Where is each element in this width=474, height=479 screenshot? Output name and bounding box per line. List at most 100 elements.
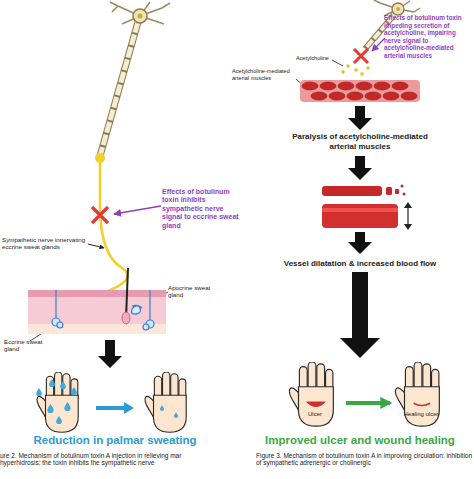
block-cross bbox=[354, 49, 368, 63]
flow-arrow bbox=[98, 340, 122, 368]
blood-vessel bbox=[322, 208, 398, 212]
blood-vessel bbox=[322, 186, 382, 196]
outcome-text: Reduction in palmar sweating bbox=[5, 434, 225, 448]
acetylcholine-dots bbox=[354, 68, 358, 72]
block-cross bbox=[92, 207, 108, 223]
sweat-drop bbox=[160, 405, 164, 411]
blood-vessel bbox=[395, 189, 399, 194]
skin-section bbox=[122, 312, 130, 324]
node-text-group: Ulcer bbox=[286, 411, 344, 418]
sweat-drop bbox=[56, 416, 62, 424]
acetylcholine-dots bbox=[341, 64, 370, 76]
skin-section bbox=[57, 322, 63, 328]
acetylcholine-dots bbox=[366, 66, 370, 70]
step-text: Paralysis of acetylcholine-mediated arte… bbox=[280, 132, 440, 151]
node-text: Ulcer bbox=[286, 411, 344, 418]
neuron bbox=[110, 2, 170, 24]
leader-arrow bbox=[114, 206, 161, 214]
dilation-symbol bbox=[404, 224, 412, 230]
part-label: Sympathetic nerve innervating eccrine sw… bbox=[2, 236, 90, 251]
skin-section bbox=[28, 268, 166, 334]
change-arrow bbox=[96, 402, 134, 414]
skin-section bbox=[28, 290, 166, 297]
blood-vessel bbox=[401, 185, 404, 188]
leader-arrow bbox=[88, 244, 104, 248]
flow-arrow bbox=[98, 340, 122, 368]
neuron bbox=[133, 9, 147, 23]
arterial-muscle bbox=[329, 92, 345, 100]
blood-vessel bbox=[322, 185, 406, 229]
leader-arrow bbox=[332, 60, 343, 66]
arterial-muscle bbox=[356, 82, 372, 90]
sweat-drop bbox=[71, 387, 77, 395]
sweat-drop bbox=[60, 381, 66, 389]
sweat-drop bbox=[47, 404, 53, 413]
flow-arrow bbox=[340, 272, 380, 358]
arterial-muscle bbox=[302, 82, 318, 90]
arterial-muscle bbox=[383, 92, 399, 100]
leader-arrow bbox=[372, 38, 385, 51]
skin-section bbox=[28, 324, 166, 334]
skin-section bbox=[132, 305, 143, 314]
neuron bbox=[396, 7, 400, 11]
step-text: Vessel dilatation & increased blood flow bbox=[250, 259, 470, 269]
arterial-muscle bbox=[347, 92, 363, 100]
sweat-drop bbox=[49, 379, 55, 387]
effect-note: Effects of botulinum toxin impeding secr… bbox=[384, 14, 472, 59]
arterial-muscle bbox=[300, 80, 420, 102]
neuron bbox=[138, 14, 143, 19]
leader-arrow bbox=[296, 38, 385, 86]
effect-note: Effects of botulinum toxin inhibits symp… bbox=[162, 188, 242, 230]
arterial-muscle bbox=[311, 92, 327, 100]
blood-vessel bbox=[386, 187, 392, 195]
ulcer-mark bbox=[414, 403, 431, 405]
part-label: Eccrine sweat gland bbox=[4, 338, 56, 353]
neuron bbox=[100, 2, 170, 156]
figure-caption: ure 2. Mechanism of botulinum toxin A in… bbox=[0, 452, 214, 467]
outcome-text: Improved ulcer and wound healing bbox=[250, 434, 470, 448]
dilation-symbol bbox=[404, 202, 412, 230]
sweat-drop bbox=[64, 402, 70, 411]
block-cross bbox=[354, 49, 368, 63]
dilation-symbol bbox=[404, 202, 412, 208]
flow-arrow bbox=[348, 156, 372, 180]
neuron bbox=[100, 22, 138, 156]
acetylcholine-dots bbox=[346, 64, 350, 68]
skin-section bbox=[56, 290, 150, 320]
hand-icon bbox=[37, 372, 186, 432]
hand-outline bbox=[286, 362, 344, 428]
acetylcholine-dots bbox=[360, 72, 364, 76]
hand-icon bbox=[145, 372, 186, 432]
flow-arrow bbox=[348, 232, 372, 254]
part-label: Acetylcholine bbox=[296, 55, 356, 62]
dilation-symbol bbox=[407, 207, 408, 225]
hand-node: Ulcer bbox=[286, 362, 344, 428]
sweat-drop bbox=[36, 388, 42, 396]
hand-icon bbox=[37, 372, 78, 432]
arterial-muscle bbox=[320, 82, 336, 90]
block-cross bbox=[92, 207, 108, 223]
figure-caption: Figure 3. Mechanism of botulinum toxin A… bbox=[256, 452, 474, 467]
arterial-muscle bbox=[392, 82, 408, 90]
arterial-muscle bbox=[401, 92, 417, 100]
part-label: Apocrine sweat gland bbox=[168, 284, 224, 299]
progress-arrow bbox=[346, 401, 390, 405]
arterial-muscle bbox=[365, 92, 381, 100]
sweat-drop bbox=[36, 379, 178, 424]
blood-vessel bbox=[403, 193, 406, 196]
acetylcholine-dots bbox=[341, 70, 345, 74]
change-arrow bbox=[96, 406, 126, 410]
node-text: Healing ulcer bbox=[392, 411, 450, 418]
arterial-muscle bbox=[300, 80, 420, 102]
node-text-group: Healing ulcer bbox=[392, 411, 450, 418]
sympathetic-nerve bbox=[95, 153, 105, 163]
ulcer-mark bbox=[306, 401, 326, 407]
skin-section bbox=[143, 324, 149, 330]
skin-section bbox=[28, 290, 166, 334]
blood-vessel bbox=[322, 204, 398, 228]
sweat-drop bbox=[174, 412, 178, 418]
neuron bbox=[100, 22, 138, 156]
hand-node: Healing ulcer bbox=[392, 362, 450, 428]
